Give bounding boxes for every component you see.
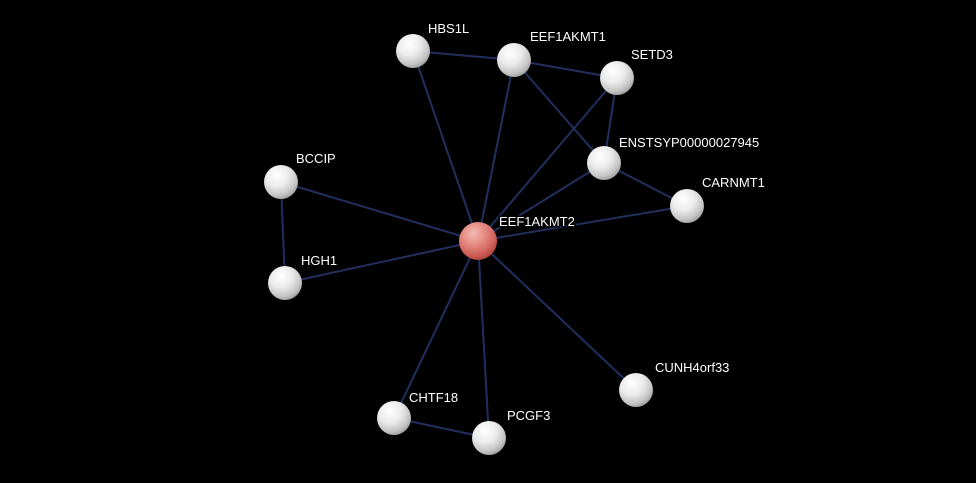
- edge-EEF1AKMT2-CUNH4orf33[interactable]: [477, 240, 637, 391]
- edge-EEF1AKMT2-ENSTSYP00000027945[interactable]: [477, 162, 605, 242]
- node-label-BCCIP: BCCIP: [296, 151, 336, 166]
- edge-EEF1AKMT2-HBS1L[interactable]: [412, 50, 479, 242]
- node-PCGF3[interactable]: [472, 421, 506, 455]
- node-label-ENSTSYP00000027945: ENSTSYP00000027945: [619, 135, 759, 150]
- edge-EEF1AKMT2-CARNMT1[interactable]: [477, 205, 688, 242]
- edge-EEF1AKMT2-PCGF3[interactable]: [477, 240, 490, 439]
- node-CUNH4orf33[interactable]: [619, 373, 653, 407]
- node-ENSTSYP00000027945[interactable]: [587, 146, 621, 180]
- node-HBS1L[interactable]: [396, 34, 430, 68]
- node-label-EEF1AKMT1: EEF1AKMT1: [530, 29, 606, 44]
- edge-EEF1AKMT2-EEF1AKMT1[interactable]: [477, 59, 515, 242]
- edge-EEF1AKMT1-ENSTSYP00000027945[interactable]: [513, 59, 605, 164]
- node-EEF1AKMT2[interactable]: [459, 222, 497, 260]
- node-CARNMT1[interactable]: [670, 189, 704, 223]
- node-label-SETD3: SETD3: [631, 47, 673, 62]
- node-label-EEF1AKMT2: EEF1AKMT2: [499, 214, 575, 229]
- node-label-HBS1L: HBS1L: [428, 21, 469, 36]
- node-label-HGH1: HGH1: [301, 253, 337, 268]
- edge-EEF1AKMT2-BCCIP[interactable]: [280, 181, 479, 242]
- node-label-CHTF18: CHTF18: [409, 390, 458, 405]
- node-label-PCGF3: PCGF3: [507, 408, 550, 423]
- node-HGH1[interactable]: [268, 266, 302, 300]
- node-CHTF18[interactable]: [377, 401, 411, 435]
- edge-EEF1AKMT2-SETD3[interactable]: [477, 77, 618, 242]
- edge-EEF1AKMT1-SETD3[interactable]: [513, 59, 618, 79]
- node-EEF1AKMT1[interactable]: [497, 43, 531, 77]
- edge-EEF1AKMT2-CHTF18[interactable]: [393, 240, 479, 419]
- node-label-CUNH4orf33: CUNH4orf33: [655, 360, 729, 375]
- node-SETD3[interactable]: [600, 61, 634, 95]
- node-label-CARNMT1: CARNMT1: [702, 175, 765, 190]
- node-BCCIP[interactable]: [264, 165, 298, 199]
- edge-EEF1AKMT2-HGH1[interactable]: [284, 240, 479, 284]
